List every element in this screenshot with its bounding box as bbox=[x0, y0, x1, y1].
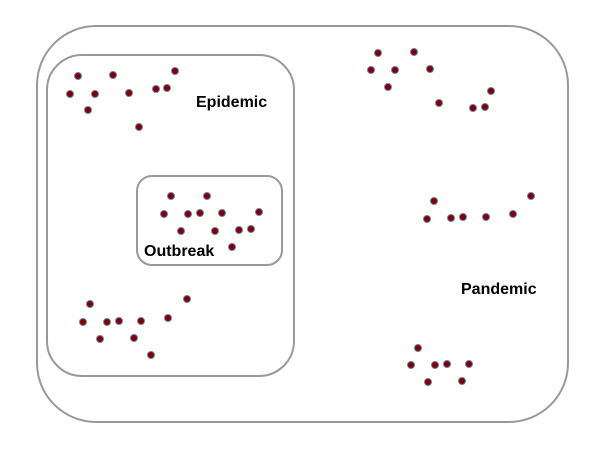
case-dot bbox=[109, 71, 117, 79]
outbreak-region bbox=[136, 175, 283, 266]
case-dot bbox=[66, 90, 74, 98]
case-dot bbox=[115, 317, 123, 325]
epidemic-label: Epidemic bbox=[196, 94, 268, 111]
case-dot bbox=[79, 318, 87, 326]
case-dot bbox=[86, 300, 94, 308]
pandemic-label: Pandemic bbox=[461, 281, 537, 298]
case-dot bbox=[430, 197, 438, 205]
case-dot bbox=[167, 192, 175, 200]
case-dot bbox=[509, 210, 517, 218]
case-dot bbox=[465, 360, 473, 368]
case-dot bbox=[384, 83, 392, 91]
case-dot bbox=[152, 85, 160, 93]
case-dot bbox=[435, 99, 443, 107]
case-dot bbox=[469, 104, 477, 112]
case-dot bbox=[443, 360, 451, 368]
case-dot bbox=[218, 209, 226, 217]
case-dot bbox=[426, 65, 434, 73]
case-dot bbox=[147, 351, 155, 359]
case-dot bbox=[125, 89, 133, 97]
case-dot bbox=[74, 72, 82, 80]
case-dot bbox=[367, 66, 375, 74]
case-dot bbox=[103, 318, 111, 326]
case-dot bbox=[458, 377, 466, 385]
pandemic-region bbox=[36, 25, 569, 423]
case-dot bbox=[374, 49, 382, 57]
case-dot bbox=[481, 103, 489, 111]
case-dot bbox=[414, 344, 422, 352]
case-dot bbox=[235, 226, 243, 234]
case-dot bbox=[407, 361, 415, 369]
epidemic-region bbox=[46, 54, 295, 377]
case-dot bbox=[91, 90, 99, 98]
case-dot bbox=[228, 243, 236, 251]
case-dot bbox=[459, 213, 467, 221]
case-dot bbox=[447, 214, 455, 222]
case-dot bbox=[211, 227, 219, 235]
case-dot bbox=[255, 208, 263, 216]
case-dot bbox=[482, 213, 490, 221]
case-dot bbox=[96, 335, 104, 343]
case-dot bbox=[163, 84, 171, 92]
case-dot bbox=[487, 87, 495, 95]
case-dot bbox=[431, 361, 439, 369]
case-dot bbox=[130, 334, 138, 342]
case-dot bbox=[247, 225, 255, 233]
case-dot bbox=[184, 210, 192, 218]
case-dot bbox=[203, 192, 211, 200]
outbreak-label: Outbreak bbox=[144, 243, 215, 260]
case-dot bbox=[177, 227, 185, 235]
case-dot bbox=[171, 67, 179, 75]
case-dot bbox=[164, 314, 172, 322]
case-dot bbox=[196, 209, 204, 217]
case-dot bbox=[137, 317, 145, 325]
case-dot bbox=[183, 295, 191, 303]
case-dot bbox=[160, 210, 168, 218]
case-dot bbox=[424, 378, 432, 386]
case-dot bbox=[410, 48, 418, 56]
case-dot bbox=[527, 192, 535, 200]
case-dot bbox=[84, 106, 92, 114]
case-dot bbox=[391, 66, 399, 74]
case-dot bbox=[423, 215, 431, 223]
case-dot bbox=[135, 123, 143, 131]
